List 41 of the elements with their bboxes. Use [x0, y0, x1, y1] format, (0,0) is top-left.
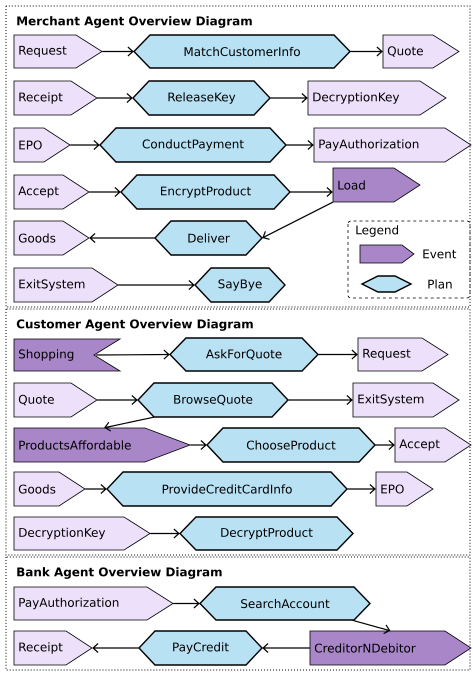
- arrow: [150, 528, 180, 538]
- plan-hexagon: MatchCustomerInfo: [133, 34, 351, 69]
- plan-hexagon: PayCredit: [138, 630, 263, 666]
- arrow: [375, 440, 395, 450]
- plan-hexagon: DecryptProduct: [179, 516, 354, 551]
- arrow: [85, 484, 107, 494]
- plan-hexagon: ProvideCreditCardInfo: [106, 471, 348, 507]
- legend-title: Legend: [356, 225, 398, 237]
- arrow: [318, 350, 358, 360]
- plan-hexagon: BrowseQuote: [137, 382, 289, 418]
- plan-hexagon: SearchAccount: [199, 586, 371, 621]
- arrow: [352, 620, 390, 634]
- arrow: [104, 416, 154, 432]
- arrow: [173, 598, 200, 608]
- arrow: [262, 202, 334, 240]
- arrow: [288, 395, 353, 405]
- arrow: [97, 395, 138, 405]
- plan-hexagon: ConductPayment: [99, 127, 287, 163]
- legend-label: Plan: [428, 279, 452, 289]
- arrow: [118, 280, 195, 290]
- plan-hexagon: AskForQuote: [169, 337, 319, 372]
- arrow: [70, 140, 100, 150]
- plan-hexagon: ChooseProduct: [206, 427, 376, 463]
- arrow: [190, 440, 207, 450]
- legend-label: Event: [423, 250, 456, 258]
- arrow: [286, 140, 314, 150]
- plan-hexagon: ReleaseKey: [132, 80, 271, 116]
- arrow: [89, 187, 121, 197]
- plan-hexagon: Deliver: [154, 220, 263, 256]
- arrow: [92, 643, 139, 653]
- arrow: [89, 233, 155, 243]
- arrow: [97, 93, 133, 103]
- arrow: [96, 350, 170, 360]
- plan-hexagon: EncryptProduct: [120, 174, 291, 210]
- plan-hexagon: SayBye: [194, 267, 286, 303]
- arrow: [262, 643, 310, 653]
- arrow: [347, 484, 376, 494]
- arrow: [102, 46, 134, 56]
- arrow: [290, 187, 333, 197]
- arrow: [350, 46, 383, 56]
- arrow: [270, 93, 308, 103]
